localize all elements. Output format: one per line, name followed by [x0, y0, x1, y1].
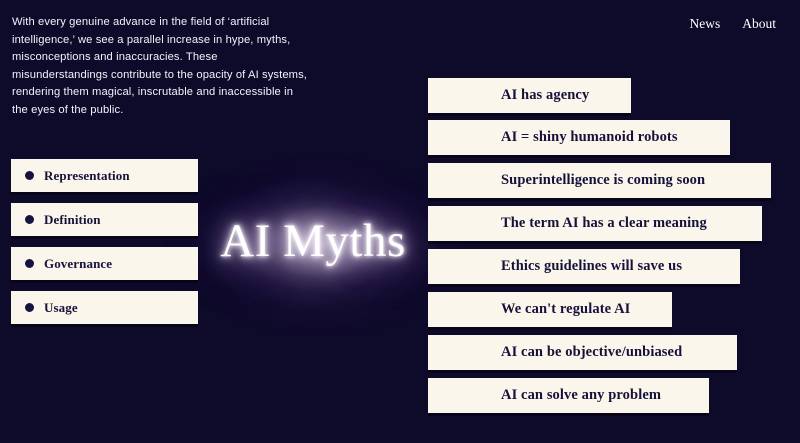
myth-item-7[interactable]: AI can be objective/unbiased: [428, 335, 737, 370]
myth-face: We can't regulate AI: [485, 292, 672, 327]
myth-label: AI = shiny humanoid robots: [501, 129, 678, 145]
myth-item-1[interactable]: AI has agency: [428, 78, 631, 113]
myth-tail-icon: [428, 163, 485, 198]
category-label: Definition: [44, 211, 101, 227]
category-face: Representation: [11, 159, 148, 192]
category-item-usage[interactable]: Usage: [11, 291, 198, 324]
myth-tail-icon: [428, 249, 485, 284]
myth-face: AI can solve any problem: [485, 378, 709, 413]
category-item-definition[interactable]: Definition: [11, 203, 198, 236]
myth-face: AI has agency: [485, 78, 631, 113]
myth-tail-icon: [428, 78, 485, 113]
myth-tail-icon: [428, 292, 485, 327]
page-title: AI Myths: [220, 215, 406, 267]
myth-item-8[interactable]: AI can solve any problem: [428, 378, 709, 413]
category-label: Usage: [44, 299, 78, 315]
myth-label: AI has agency: [501, 87, 590, 103]
myth-tail-icon: [428, 335, 485, 370]
bullet-dot-icon: [25, 303, 34, 312]
myth-face: The term AI has a clear meaning: [485, 206, 762, 241]
myth-label: We can't regulate AI: [501, 301, 631, 317]
category-tail-icon: [148, 203, 198, 236]
category-label: Representation: [44, 167, 130, 183]
category-tail-icon: [148, 159, 198, 192]
myth-face: Ethics guidelines will save us: [485, 249, 740, 284]
myth-label: Ethics guidelines will save us: [501, 258, 683, 274]
myth-face: AI can be objective/unbiased: [485, 335, 737, 370]
category-label: Governance: [44, 255, 113, 271]
myth-label: AI can be objective/unbiased: [501, 344, 683, 360]
category-tail-icon: [148, 291, 198, 324]
bullet-dot-icon: [25, 171, 34, 180]
myth-label: The term AI has a clear meaning: [501, 215, 707, 231]
myth-tail-icon: [428, 120, 485, 155]
category-face: Definition: [11, 203, 148, 236]
myth-label: AI can solve any problem: [501, 387, 662, 403]
intro-paragraph: With every genuine advance in the field …: [12, 16, 308, 116]
myth-item-3[interactable]: Superintelligence is coming soon: [428, 163, 771, 198]
myth-face: Superintelligence is coming soon: [485, 163, 771, 198]
category-face: Usage: [11, 291, 148, 324]
myth-tail-icon: [428, 378, 485, 413]
category-tail-icon: [148, 247, 198, 280]
myth-item-5[interactable]: Ethics guidelines will save us: [428, 249, 740, 284]
top-navigation: News About: [690, 16, 777, 32]
myth-item-2[interactable]: AI = shiny humanoid robots: [428, 120, 730, 155]
myth-item-6[interactable]: We can't regulate AI: [428, 292, 672, 327]
bullet-dot-icon: [25, 259, 34, 268]
bullet-dot-icon: [25, 215, 34, 224]
myth-tail-icon: [428, 206, 485, 241]
nav-link-news[interactable]: News: [689, 16, 721, 31]
myth-item-4[interactable]: The term AI has a clear meaning: [428, 206, 762, 241]
category-item-representation[interactable]: Representation: [11, 159, 198, 192]
category-face: Governance: [11, 247, 148, 280]
nav-link-about[interactable]: About: [742, 16, 776, 31]
myth-face: AI = shiny humanoid robots: [485, 120, 730, 155]
myth-label: Superintelligence is coming soon: [501, 172, 706, 188]
category-item-governance[interactable]: Governance: [11, 247, 198, 280]
